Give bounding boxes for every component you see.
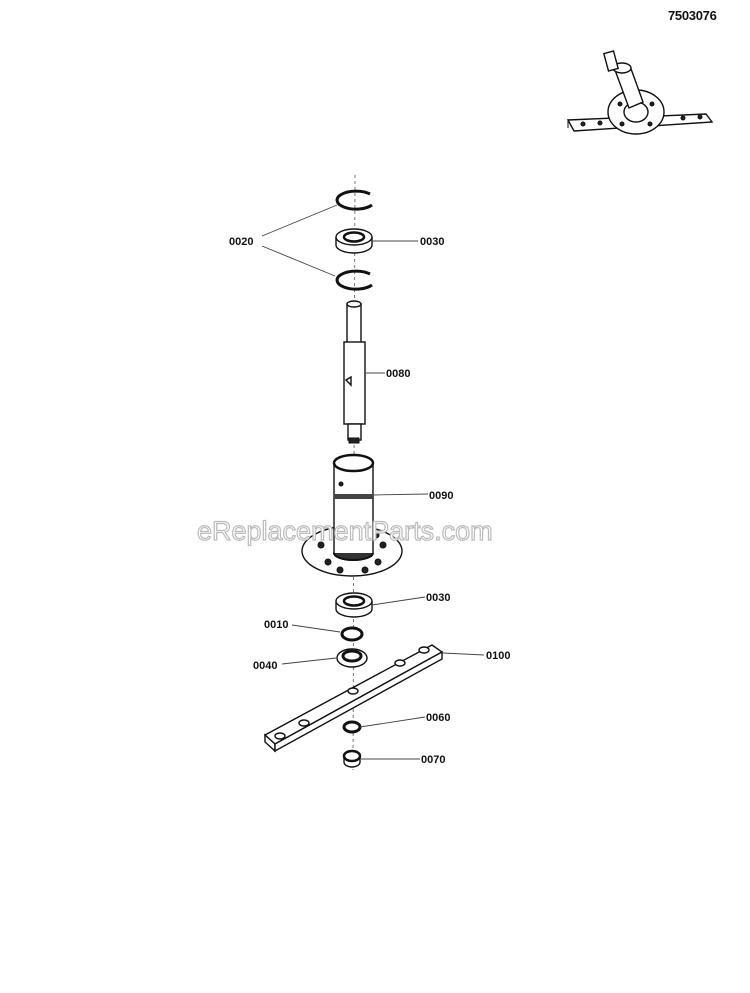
bearing-upper[interactable] [335, 228, 373, 254]
assembly-thumbnail [566, 50, 714, 135]
callout-0070[interactable]: 0070 [421, 754, 445, 766]
callout-0010[interactable]: 0010 [264, 619, 288, 631]
callout-0080[interactable]: 0080 [386, 368, 410, 380]
callout-0100[interactable]: 0100 [486, 650, 510, 662]
nut[interactable] [342, 749, 362, 768]
callout-0040[interactable]: 0040 [253, 660, 277, 672]
bearing-lower[interactable] [335, 592, 373, 618]
snap-ring-upper[interactable] [335, 189, 373, 211]
spindle-housing[interactable] [301, 453, 403, 577]
callout-0030-lower[interactable]: 0030 [426, 592, 450, 604]
diagram-number: 7503076 [668, 8, 717, 23]
callout-0030-upper[interactable]: 0030 [420, 236, 444, 248]
washer[interactable] [340, 626, 364, 642]
snap-ring-lower[interactable] [335, 269, 373, 291]
callout-0090[interactable]: 0090 [429, 490, 453, 502]
watermark: eReplacementParts.com [197, 516, 493, 546]
callout-0020[interactable]: 0020 [229, 236, 253, 248]
lock-washer[interactable] [342, 720, 362, 734]
blade-bar[interactable] [263, 644, 444, 753]
shaft[interactable] [343, 300, 366, 444]
seal[interactable] [336, 648, 368, 668]
callout-0060[interactable]: 0060 [426, 712, 450, 724]
leader-lines [261, 204, 485, 760]
